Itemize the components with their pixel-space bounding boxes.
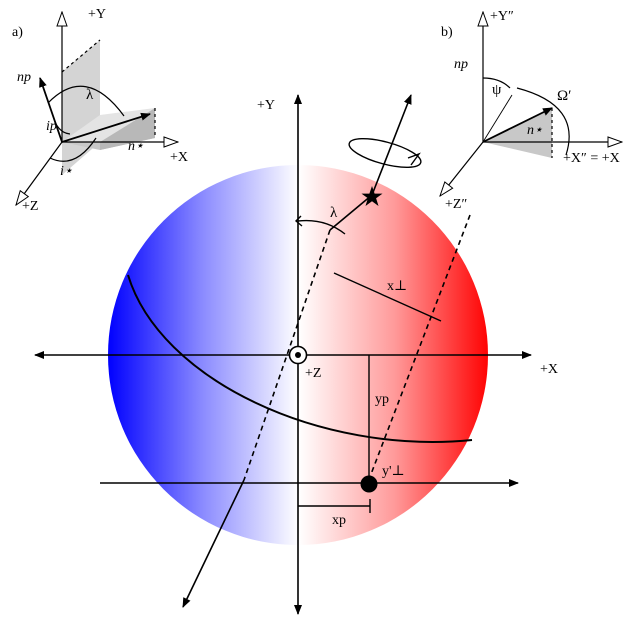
inset-b-projection-triangle — [483, 108, 552, 158]
inset-a-panel-label: a) — [12, 25, 23, 40]
inset-a-axis-z — [16, 141, 63, 205]
label-axis-x: +X — [540, 362, 558, 377]
inset-a-vector-nstar — [61, 112, 151, 143]
inset-a-label-np: np — [17, 70, 31, 85]
inset-a-label-ip: ip — [46, 119, 57, 134]
label-axis-y: +Y — [257, 98, 275, 113]
rotation-ellipse — [348, 137, 422, 169]
inset-b-ref-line — [482, 94, 513, 143]
inset-a: a) +Y +X +Z np n⋆ ip i⋆ λ — [12, 7, 188, 214]
spin-axis-projection — [243, 229, 331, 481]
label-x-perp: x⊥ — [387, 279, 407, 294]
label-axis-z: +Z — [305, 366, 321, 381]
inset-b-label-omega: Ω′ — [557, 88, 571, 104]
label-yp: yp — [375, 392, 389, 407]
inset-a-label-y: +Y — [88, 7, 106, 22]
inset-b-omega-arc — [516, 87, 570, 156]
inset-b-label-y: +Y″ — [490, 9, 514, 24]
inset-b-label-np: np — [454, 57, 468, 72]
inset-b-label-psi: ψ — [492, 82, 502, 98]
spin-axis-upper — [371, 94, 412, 196]
inset-a-label-lambda: λ — [86, 87, 94, 103]
spin-axis-mid — [329, 194, 373, 231]
star-pole-icon — [361, 186, 383, 206]
inset-a-wedge-top — [62, 108, 155, 142]
lambda-arrow-icon — [294, 215, 303, 227]
x-perp-line — [333, 272, 442, 322]
inset-b-psi-arc — [482, 77, 511, 89]
inset-a-ip-arc — [54, 121, 71, 135]
planet-dot — [360, 475, 378, 493]
lambda-arc — [297, 219, 346, 235]
parallel-axis-line — [367, 214, 471, 483]
rotation-arrow-icon — [407, 152, 421, 166]
label-xp: xp — [332, 513, 346, 528]
label-lambda: λ — [330, 205, 338, 221]
inset-a-label-z: +Z — [22, 199, 38, 214]
inset-a-vector-np — [39, 77, 63, 143]
inset-b-label-x: +X″ = +X — [563, 151, 620, 166]
transit-chord — [127, 274, 473, 443]
inset-b-label-nstar: n⋆ — [527, 123, 543, 138]
inset-a-label-nstar: n⋆ — [128, 139, 144, 154]
label-y-perp-prime: y'⊥ — [382, 464, 405, 479]
inset-a-istar-arc — [49, 137, 97, 162]
inset-b-axis-z — [440, 141, 484, 196]
spin-axis-lower — [182, 479, 245, 608]
inset-b-panel-label: b) — [441, 25, 453, 40]
inset-a-label-istar: i⋆ — [60, 164, 73, 179]
inset-a-dashed-top — [61, 39, 101, 73]
inset-b-vector-nstar — [482, 107, 553, 143]
inset-b-label-z: +Z″ — [445, 197, 467, 212]
inset-a-label-x: +X — [170, 150, 188, 165]
inset-b: b) +Y″ +X″ = +X +Z″ np n⋆ ψ Ω′ — [440, 9, 622, 212]
z-axis-dot-icon — [295, 352, 301, 358]
inset-a-lambda-arc — [47, 85, 125, 117]
